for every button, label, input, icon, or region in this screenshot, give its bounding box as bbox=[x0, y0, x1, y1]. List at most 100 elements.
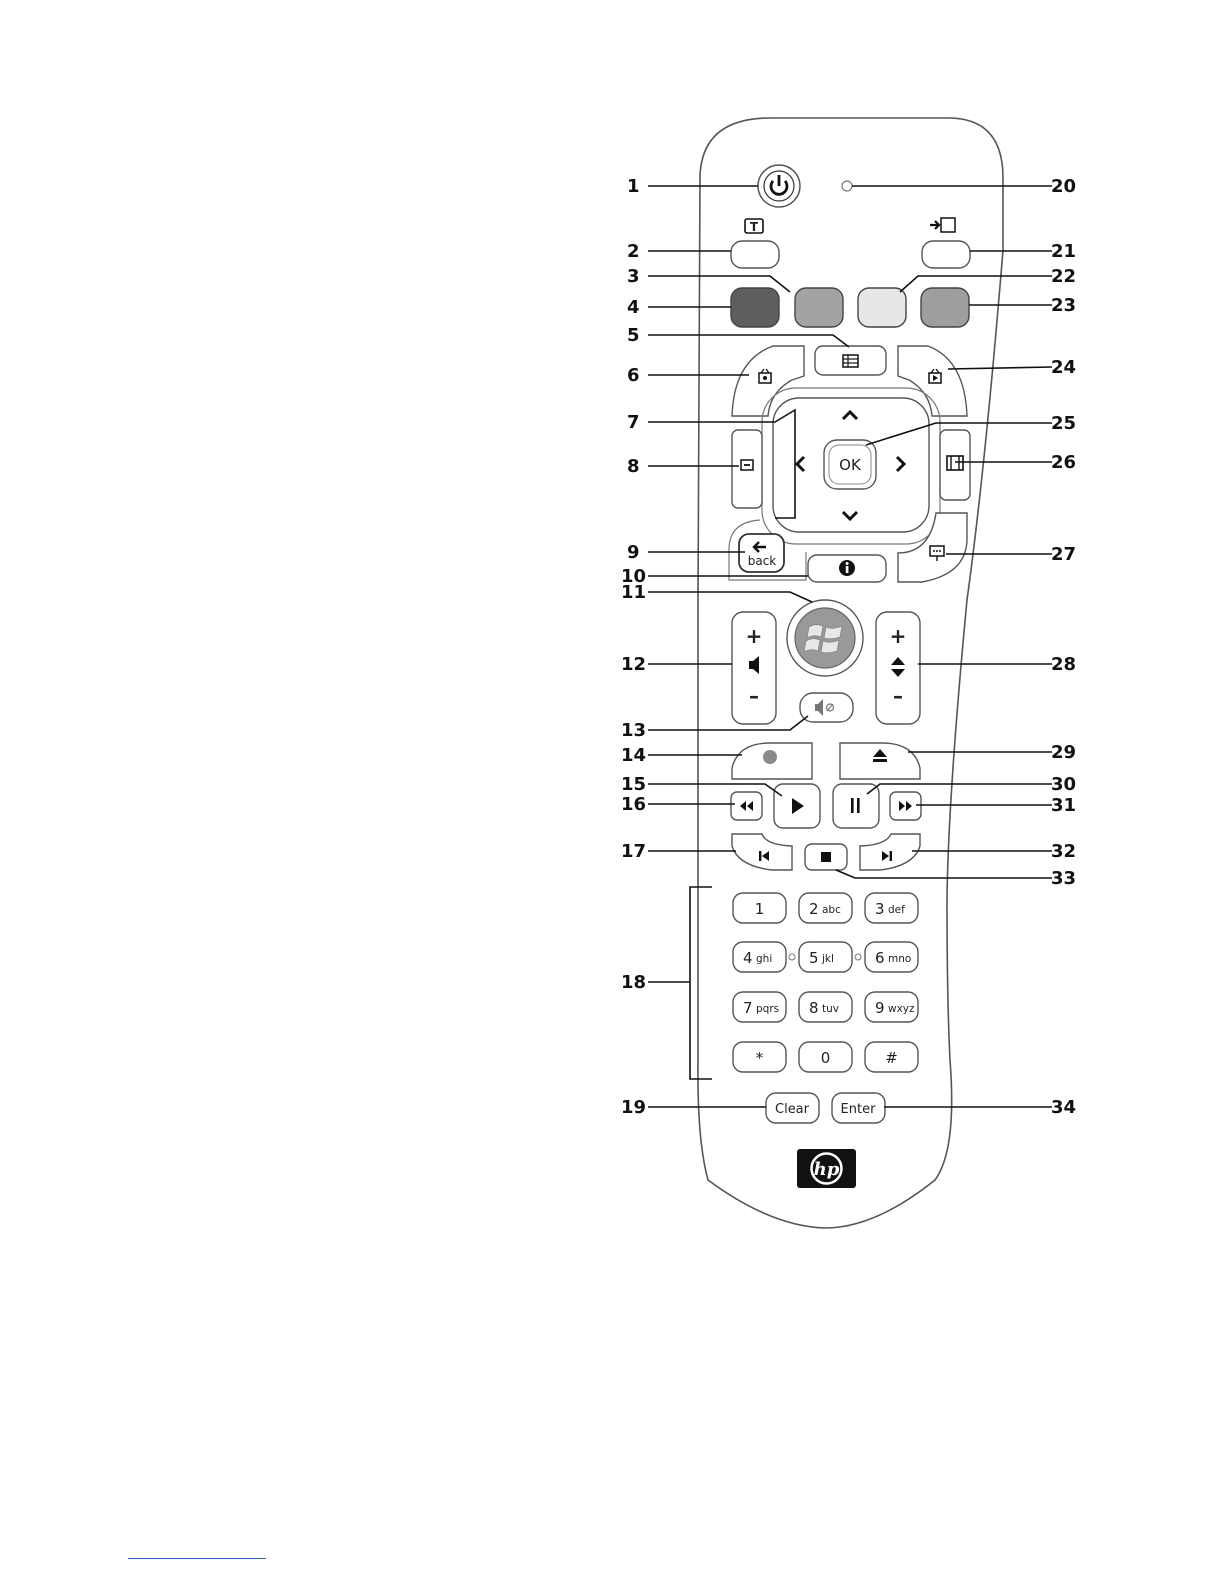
channel-page-rocker[interactable]: + – bbox=[876, 612, 920, 724]
callout-32: 32 bbox=[1051, 841, 1076, 862]
clear-label: Clear bbox=[775, 1102, 810, 1117]
rewind-button[interactable] bbox=[731, 792, 762, 820]
callout-24: 24 bbox=[1051, 357, 1076, 378]
keypad-digit: * bbox=[756, 1049, 764, 1067]
callout-12: 12 bbox=[621, 654, 646, 675]
callout-8: 8 bbox=[627, 456, 640, 477]
teletext-button[interactable] bbox=[731, 241, 779, 268]
callout-25: 25 bbox=[1051, 413, 1076, 434]
blue-button[interactable] bbox=[921, 288, 969, 327]
play-button[interactable] bbox=[774, 784, 820, 828]
callout-31: 31 bbox=[1051, 795, 1076, 816]
callout-26: 26 bbox=[1051, 452, 1076, 473]
callout-17: 17 bbox=[621, 841, 646, 862]
callout-18: 18 bbox=[621, 972, 646, 993]
ok-button[interactable]: OK bbox=[824, 440, 876, 489]
keypad-dot-left bbox=[789, 954, 795, 960]
callout-16: 16 bbox=[621, 794, 646, 815]
keypad-digit: 0 bbox=[821, 1049, 831, 1067]
callout-4: 4 bbox=[627, 297, 640, 318]
callout-13: 13 bbox=[621, 720, 646, 741]
green-button[interactable] bbox=[795, 288, 843, 327]
callout-21: 21 bbox=[1051, 241, 1076, 262]
stop-icon bbox=[821, 852, 831, 862]
keypad-letters: ghi bbox=[756, 953, 772, 965]
aspect-ratio-button[interactable] bbox=[940, 430, 970, 500]
keypad-letters: jkl bbox=[821, 953, 834, 965]
dvd-menu-button[interactable] bbox=[732, 430, 762, 508]
windows-start-button[interactable] bbox=[787, 600, 863, 676]
enter-button[interactable]: Enter bbox=[832, 1093, 885, 1123]
keypad-letters: mno bbox=[888, 953, 911, 965]
callout-28: 28 bbox=[1051, 654, 1076, 675]
keypad-key-10[interactable]: 0 bbox=[799, 1042, 852, 1072]
keypad-digit: 2 bbox=[809, 900, 819, 918]
guide-icon bbox=[843, 355, 858, 367]
yellow-button[interactable] bbox=[858, 288, 906, 327]
power-button[interactable] bbox=[758, 165, 800, 207]
keypad-key-9[interactable]: * bbox=[733, 1042, 786, 1072]
callout-34: 34 bbox=[1051, 1097, 1076, 1118]
teletext-glyph: T bbox=[750, 220, 759, 234]
callout-20: 20 bbox=[1051, 176, 1076, 197]
keypad-letters: tuv bbox=[822, 1003, 839, 1015]
fast-forward-button[interactable] bbox=[890, 792, 921, 820]
volume-rocker[interactable]: + – bbox=[732, 612, 776, 724]
hp-logo-text: hp bbox=[814, 1159, 840, 1180]
callout-23: 23 bbox=[1051, 295, 1076, 316]
input-source-button[interactable] bbox=[922, 241, 970, 268]
callout-33: 33 bbox=[1051, 868, 1076, 889]
keypad-digit: 8 bbox=[809, 999, 819, 1017]
info-icon bbox=[839, 560, 855, 576]
keypad-digit: 6 bbox=[875, 949, 885, 967]
keypad-digit: 5 bbox=[809, 949, 819, 967]
clear-button[interactable]: Clear bbox=[766, 1093, 819, 1123]
callout-6: 6 bbox=[627, 365, 640, 386]
more-info-button[interactable] bbox=[808, 555, 886, 582]
callout-14: 14 bbox=[621, 745, 646, 766]
keypad-digit: 7 bbox=[743, 999, 753, 1017]
guide-button[interactable] bbox=[815, 346, 886, 375]
callout-2: 2 bbox=[627, 241, 640, 262]
callout-15: 15 bbox=[621, 774, 646, 795]
callout-9: 9 bbox=[627, 542, 640, 563]
channel-down-label[interactable]: – bbox=[893, 684, 903, 708]
mute-button[interactable] bbox=[800, 693, 853, 722]
stop-button[interactable] bbox=[805, 844, 847, 870]
back-button[interactable]: back bbox=[739, 534, 784, 572]
ok-label: OK bbox=[839, 456, 862, 474]
callout-11: 11 bbox=[621, 582, 646, 603]
keypad-letters: wxyz bbox=[888, 1003, 915, 1015]
callout-27: 27 bbox=[1051, 544, 1076, 565]
callout-30: 30 bbox=[1051, 774, 1076, 795]
footer-rule bbox=[128, 1558, 266, 1559]
keypad-key-0[interactable]: 1 bbox=[733, 893, 786, 923]
callout-1: 1 bbox=[627, 176, 640, 197]
keypad-letters: def bbox=[888, 904, 905, 916]
keypad-key-11[interactable]: # bbox=[865, 1042, 918, 1072]
volume-down-label[interactable]: – bbox=[749, 684, 759, 708]
callout-29: 29 bbox=[1051, 742, 1076, 763]
keypad-digit: 9 bbox=[875, 999, 885, 1017]
teletext-icon: T bbox=[745, 219, 763, 234]
channel-up-label[interactable]: + bbox=[890, 624, 907, 648]
back-label: back bbox=[748, 554, 777, 568]
keypad-digit: 4 bbox=[743, 949, 753, 967]
keypad-letters: pqrs bbox=[756, 1003, 779, 1015]
red-button[interactable] bbox=[731, 288, 779, 327]
keypad-dot-right bbox=[855, 954, 861, 960]
callout-7: 7 bbox=[627, 412, 640, 433]
callout-5: 5 bbox=[627, 325, 640, 346]
volume-up-label[interactable]: + bbox=[746, 624, 763, 648]
record-icon bbox=[763, 750, 777, 764]
keypad-letters: abc bbox=[822, 904, 841, 916]
